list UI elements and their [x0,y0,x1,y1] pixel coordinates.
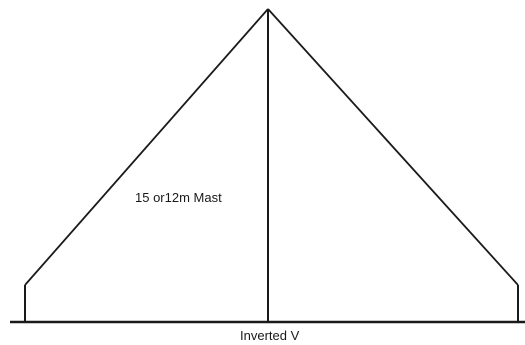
diagram-caption: Inverted V [240,328,300,343]
left-antenna-wire [24,8,269,286]
right-antenna-wire [267,8,519,286]
mast-label: 15 or12m Mast [135,190,222,205]
